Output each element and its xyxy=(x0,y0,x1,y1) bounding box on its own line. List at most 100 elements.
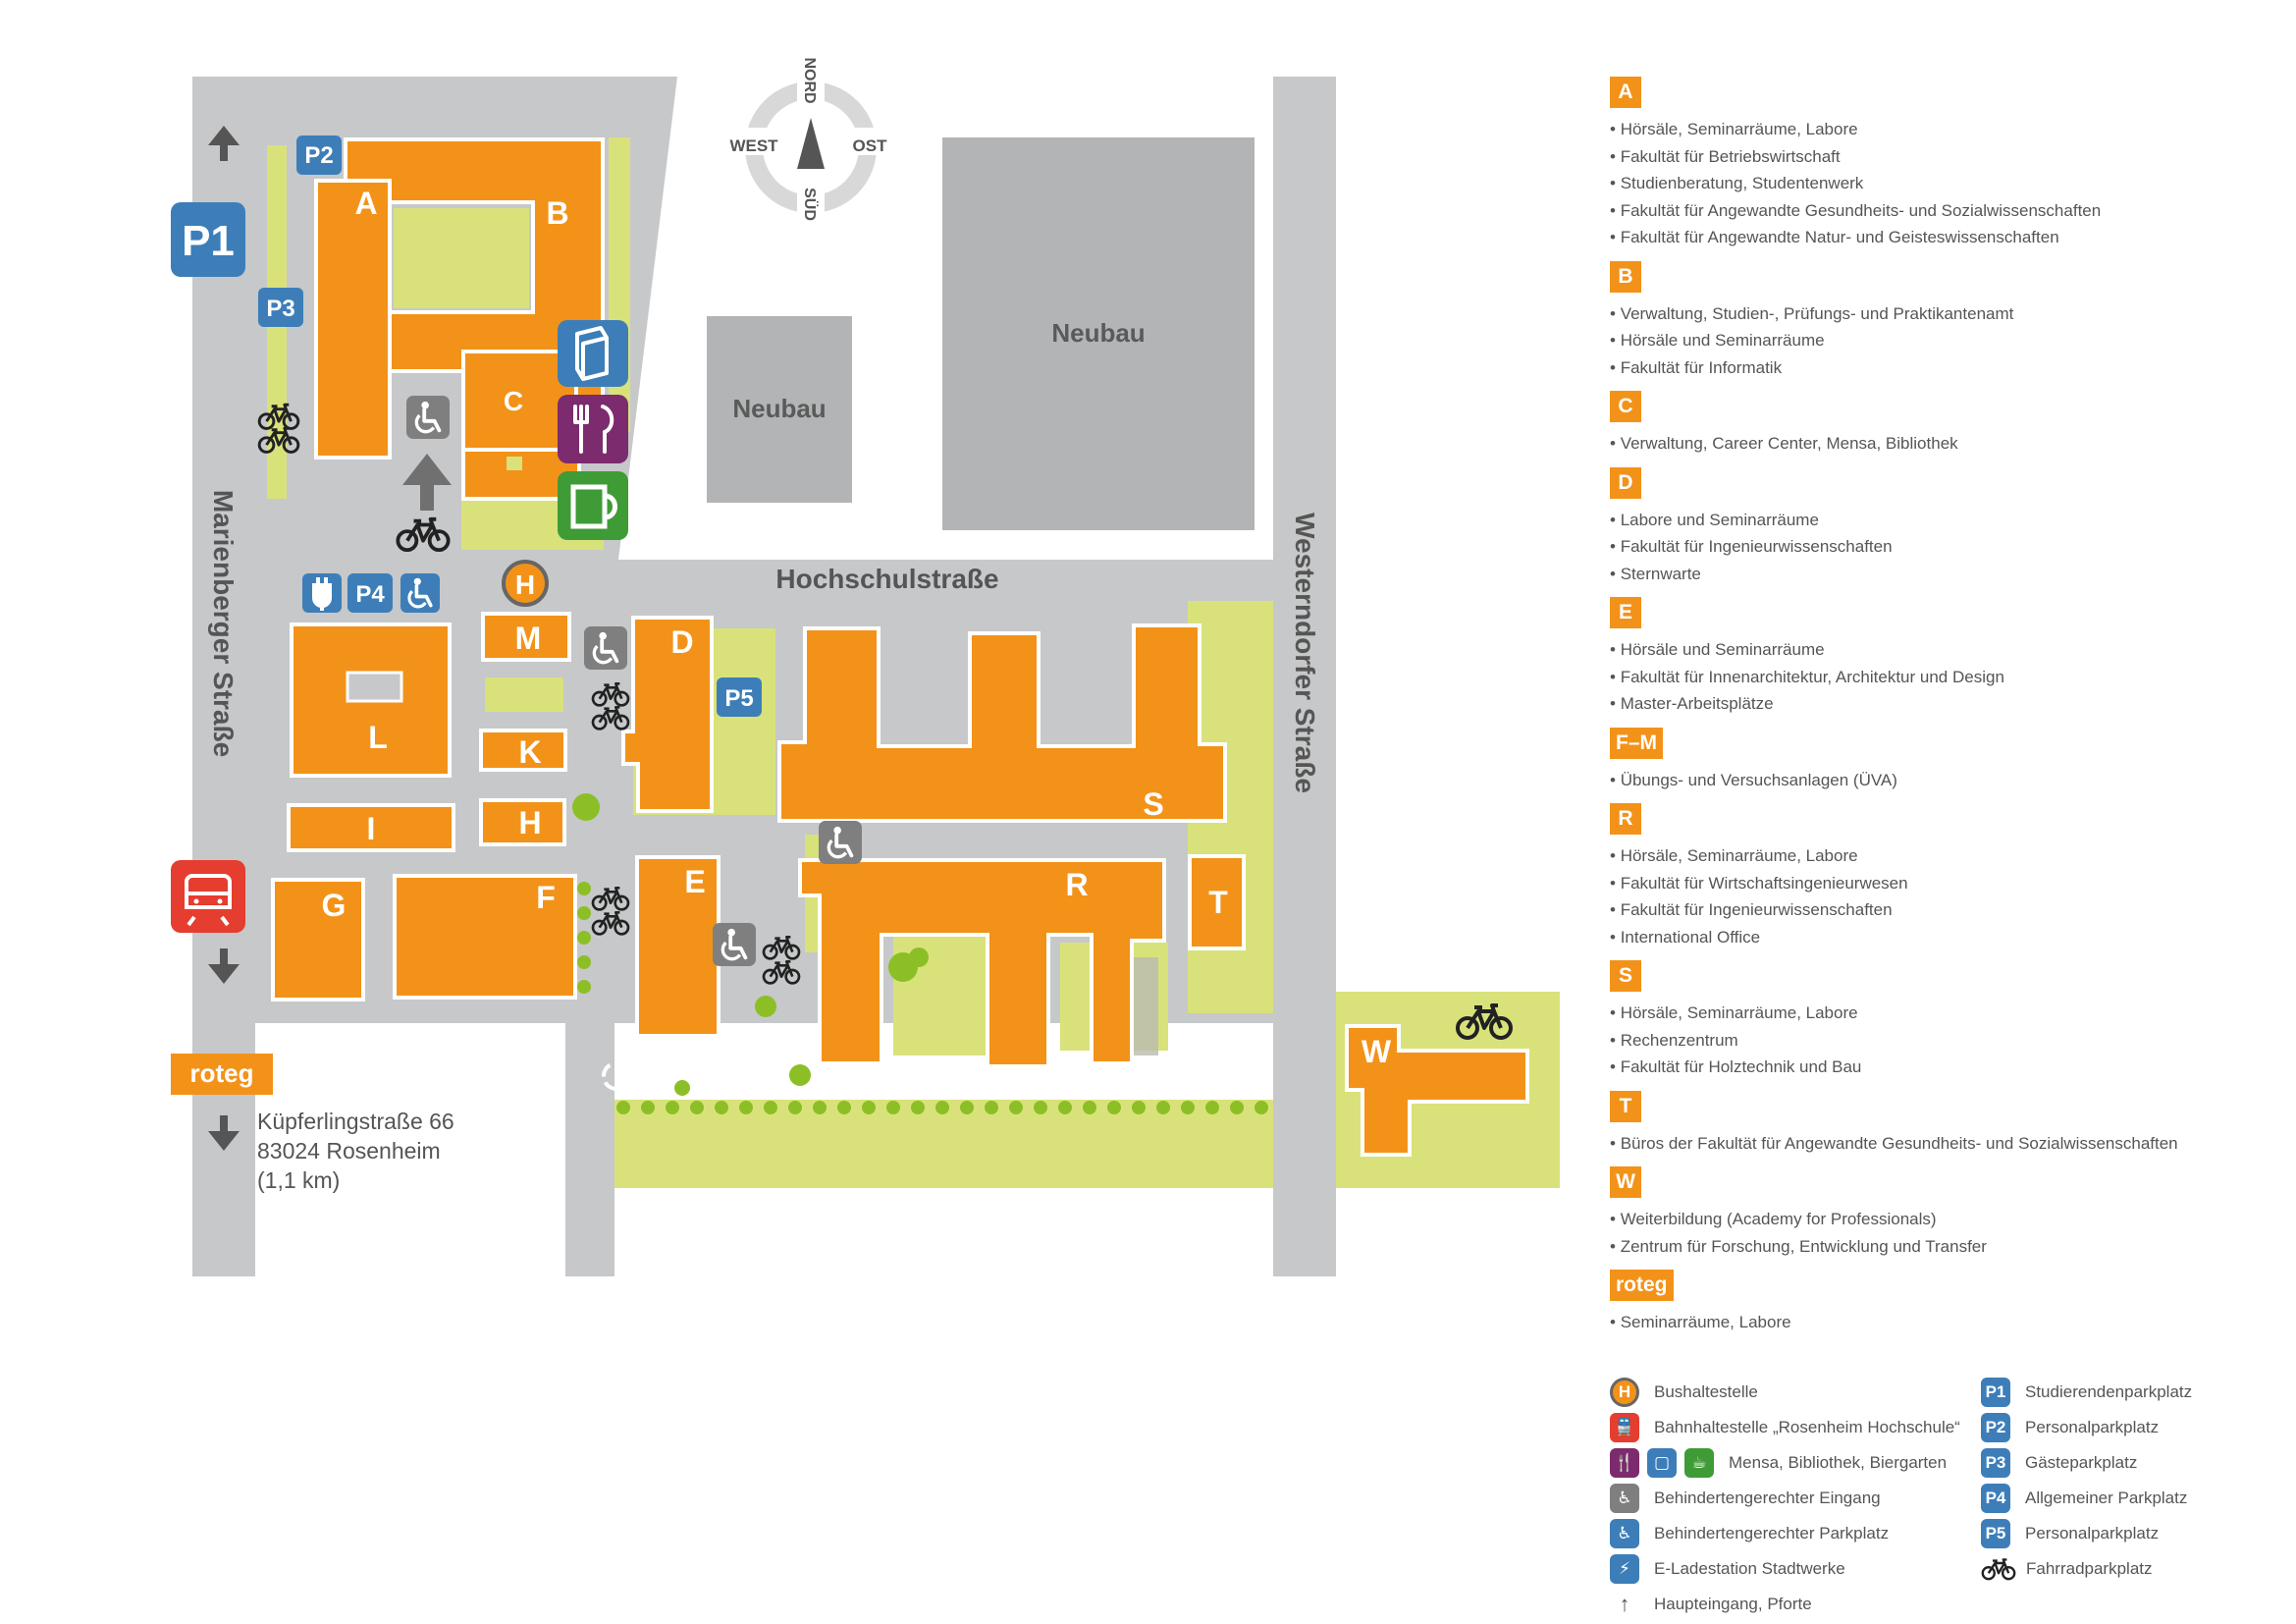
key-p1: P1 Studierendenparkplatz xyxy=(1981,1375,2192,1410)
p4-badge-icon: P4 xyxy=(1981,1484,2010,1513)
legend-item: Seminarräume, Labore xyxy=(1610,1309,2277,1336)
roundabout-icon xyxy=(602,1061,631,1091)
biergarten-icon: ☕ xyxy=(1684,1448,1714,1478)
roteg-label: roteg xyxy=(190,1058,254,1088)
compass-needle-icon xyxy=(797,118,825,169)
key-label: Bushaltestelle xyxy=(1654,1382,1758,1401)
p4-badge[interactable] xyxy=(347,573,393,613)
p2-label: P2 xyxy=(304,142,333,169)
building-b-label: B xyxy=(546,195,568,231)
p2-badge-icon: P2 xyxy=(1981,1413,2010,1442)
legend-badge-c: C xyxy=(1610,391,1641,422)
building-s-shape xyxy=(777,623,1227,823)
legend-section-e: E Hörsäle und Seminarräume Fakultät für … xyxy=(1610,597,2277,718)
arrow-up-icon: ↑ xyxy=(1619,1592,1630,1616)
p1-badge[interactable] xyxy=(171,202,245,277)
legend-item: Fakultät für Angewandte Natur- und Geist… xyxy=(1610,224,2277,251)
key-label: Haupteingang, Pforte xyxy=(1654,1595,1812,1613)
building-m-label: M xyxy=(515,621,542,656)
building-d-label: D xyxy=(670,624,693,660)
legend-item: Studienberatung, Studentenwerk xyxy=(1610,170,2277,197)
building-l-label: L xyxy=(368,720,388,755)
legend-item: Verwaltung, Studien-, Prüfungs- und Prak… xyxy=(1610,300,2277,328)
building-e-label: E xyxy=(684,864,705,899)
train-icon: 🚆 xyxy=(1610,1413,1639,1442)
legend-badge-s: S xyxy=(1610,960,1641,992)
arrow-up-icon xyxy=(208,126,240,161)
building-c-label: C xyxy=(504,386,523,416)
key-accessible-entrance: ♿ Behindertengerechter Eingang xyxy=(1610,1481,1960,1516)
legend-item: Übungs- und Versuchsanlagen (ÜVA) xyxy=(1610,767,2277,794)
key-label: Mensa, Bibliothek, Biergarten xyxy=(1729,1453,1948,1472)
key-label: Gästeparkplatz xyxy=(2025,1453,2138,1472)
key-train: 🚆 Bahnhaltestelle „Rosenheim Hochschule“ xyxy=(1610,1410,1960,1445)
bus-stop-label: H xyxy=(515,569,535,600)
key-p2: P2 Personalparkplatz xyxy=(1981,1410,2192,1445)
building-s-label: S xyxy=(1143,786,1163,822)
biergarten-icon[interactable] xyxy=(558,471,628,540)
building-t-label: T xyxy=(1208,885,1228,920)
building-i-shape xyxy=(287,803,455,852)
building-g-shape xyxy=(271,878,365,1001)
legend-item: Fakultät für Innenarchitektur, Architekt… xyxy=(1610,664,2277,691)
campus-map: Neubau Neubau A B C D E F G H I K L xyxy=(171,57,1560,1276)
legend-badge-roteg: roteg xyxy=(1610,1270,1674,1301)
compass-south: SÜD xyxy=(801,188,820,221)
legend-badge-a: A xyxy=(1610,77,1641,108)
building-w-label: W xyxy=(1362,1034,1392,1069)
legend-item: Master-Arbeitsplätze xyxy=(1610,690,2277,718)
compass-east: OST xyxy=(853,136,888,155)
building-h-label: H xyxy=(518,805,541,840)
p5-badge[interactable] xyxy=(717,677,762,717)
legend-badge-d: D xyxy=(1610,466,1641,499)
legend-item: Fakultät für Holztechnik und Bau xyxy=(1610,1054,2277,1081)
p3-badge[interactable] xyxy=(258,288,303,327)
key-bicycle: Fahrradparkplatz xyxy=(1981,1551,2192,1587)
accessible-entrance-icon: ♿ xyxy=(1610,1484,1639,1513)
westerndorfer-label: Westerndorfer Straße xyxy=(1290,513,1320,793)
key-label: Personalparkplatz xyxy=(2025,1418,2160,1436)
roteg-badge[interactable] xyxy=(171,1054,273,1095)
legend-section-f-m: F–M Übungs- und Versuchsanlagen (ÜVA) xyxy=(1610,727,2277,794)
arrow-down-icon xyxy=(208,948,240,984)
legend: A Hörsäle, Seminarräume, Labore Fakultät… xyxy=(1610,77,2277,1346)
key-label: Behindertengerechter Eingang xyxy=(1654,1489,1881,1507)
key-ev-charging: ⚡ E-Ladestation Stadtwerke xyxy=(1610,1551,1960,1587)
legend-item: Fakultät für Ingenieurwissenschaften xyxy=(1610,896,2277,924)
key-label: Studierendenparkplatz xyxy=(2025,1382,2193,1401)
building-h-shape xyxy=(479,798,566,846)
bicycle-icon xyxy=(1981,1557,2016,1581)
key-label: Behindertengerechter Parkplatz xyxy=(1654,1524,1890,1543)
building-m-shape xyxy=(481,612,571,662)
legend-section-c: C Verwaltung, Career Center, Mensa, Bibl… xyxy=(1610,391,2277,458)
roteg-address-city: 83024 Rosenheim xyxy=(257,1138,441,1164)
building-r-label: R xyxy=(1065,867,1088,902)
train-station-icon[interactable] xyxy=(171,860,245,933)
bus-stop-icon[interactable] xyxy=(502,560,549,607)
building-w-shape xyxy=(1345,1024,1529,1157)
legend-badge-e: E xyxy=(1610,597,1641,628)
legend-item: Rechenzentrum xyxy=(1610,1027,2277,1055)
main-entrance-arrow-icon xyxy=(402,454,452,511)
compass-north: NORD xyxy=(801,57,818,103)
compass-west: WEST xyxy=(729,136,778,155)
westerndorfer-road xyxy=(1273,77,1336,1276)
key-p5: P5 Personalparkplatz xyxy=(1981,1516,2192,1551)
key-p3: P3 Gästeparkplatz xyxy=(1981,1445,2192,1481)
building-d-shape xyxy=(621,616,714,813)
legend-item: International Office xyxy=(1610,924,2277,951)
legend-section-roteg: roteg Seminarräume, Labore xyxy=(1610,1270,2277,1336)
p2-badge[interactable] xyxy=(296,135,342,175)
bus-stop-icon: H xyxy=(1610,1378,1639,1407)
key-accessible-parking: ♿ Behindertengerechter Parkplatz xyxy=(1610,1516,1960,1551)
mensa-icon[interactable] xyxy=(558,395,628,463)
accessible-parking-icon: ♿ xyxy=(1610,1519,1639,1548)
legend-section-r: R Hörsäle, Seminarräume, Labore Fakultät… xyxy=(1610,803,2277,950)
legend-item: Labore und Seminarräume xyxy=(1610,507,2277,534)
marienberger-label: Marienberger Straße xyxy=(208,490,239,757)
key-label: Personalparkplatz xyxy=(2025,1524,2160,1543)
building-f-label: F xyxy=(536,880,556,915)
roteg-address-street: Küpferlingstraße 66 xyxy=(257,1109,454,1134)
legend-section-w: W Weiterbildung (Academy for Professiona… xyxy=(1610,1166,2277,1260)
legend-keys-left: H Bushaltestelle 🚆 Bahnhaltestelle „Rose… xyxy=(1610,1375,1960,1622)
